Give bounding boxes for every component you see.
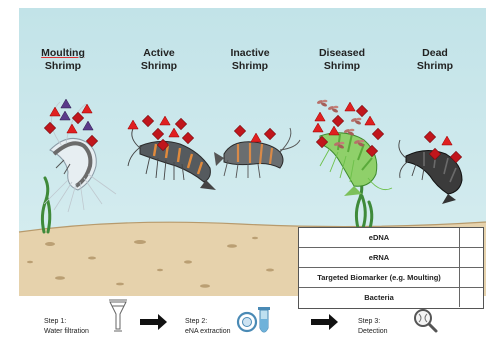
filter-funnel-icon — [109, 300, 127, 331]
extraction-tube-icon — [238, 307, 270, 332]
caption-moulting: Moulting Shrimp — [23, 47, 103, 73]
caption-dead: Dead Shrimp — [395, 47, 475, 73]
caption-line1: Inactive — [210, 47, 290, 60]
legend-row-biomarker: Targeted Biomarker (e.g. Moulting) — [299, 268, 483, 288]
legend-label: eDNA — [299, 233, 459, 242]
step-title: Step 3: — [358, 317, 388, 327]
caption-line1: Moulting — [23, 47, 103, 60]
legend-label: Targeted Biomarker (e.g. Moulting) — [299, 273, 459, 282]
legend-symbol-cell — [459, 228, 484, 247]
detection-magnifier-icon — [415, 310, 436, 331]
step-title: Step 1: — [44, 317, 89, 327]
caption-line2: Shrimp — [302, 60, 382, 73]
legend-symbol-cell — [459, 268, 484, 287]
caption-inactive: Inactive Shrimp — [210, 47, 290, 73]
caption-line2: Shrimp — [210, 60, 290, 73]
step-2-text: Step 2: eNA extraction — [185, 317, 231, 337]
caption-line1: Dead — [395, 47, 475, 60]
step-desc: eNA extraction — [185, 327, 231, 337]
legend-label: eRNA — [299, 253, 459, 262]
step-1-text: Step 1: Water filtration — [44, 317, 89, 337]
legend-label: Bacteria — [299, 293, 459, 302]
legend-row-bacteria: Bacteria — [299, 288, 483, 307]
legend-row-erna: eRNA — [299, 248, 483, 268]
step-desc: Detection — [358, 327, 388, 337]
step-3-text: Step 3: Detection — [358, 317, 388, 337]
caption-line2: Shrimp — [119, 60, 199, 73]
step-desc: Water filtration — [44, 327, 89, 337]
caption-active: Active Shrimp — [119, 47, 199, 73]
legend-symbol-cell — [459, 288, 484, 307]
legend: eDNA eRNA Targeted Biomarker (e.g. Moult… — [298, 227, 484, 309]
caption-line2: Shrimp — [395, 60, 475, 73]
step-title: Step 2: — [185, 317, 231, 327]
caption-diseased: Diseased Shrimp — [302, 47, 382, 73]
legend-symbol-cell — [459, 248, 484, 267]
legend-row-edna: eDNA — [299, 228, 483, 248]
caption-line1: Diseased — [302, 47, 382, 60]
caption-line2: Shrimp — [23, 60, 103, 73]
caption-line1: Active — [119, 47, 199, 60]
